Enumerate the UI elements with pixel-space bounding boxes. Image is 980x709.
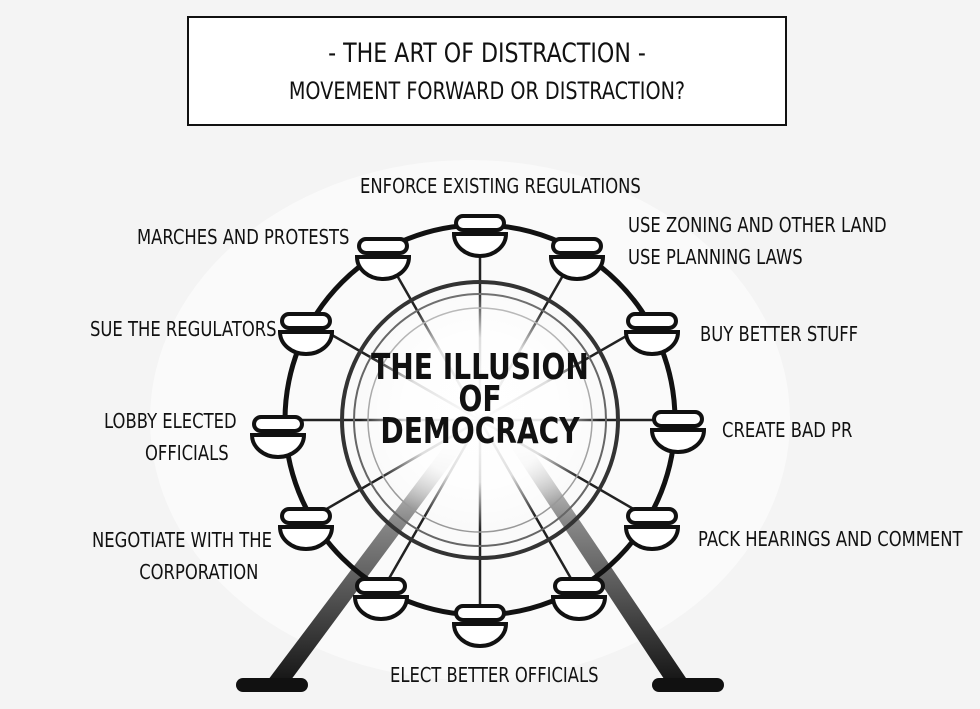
- label-text: PACK HEARINGS AND COMMENT: [698, 527, 963, 551]
- label-text-line-2: CORPORATION: [139, 560, 259, 584]
- label-sue-the-regulators: SUE THE REGULATORS: [90, 313, 277, 345]
- title: - THE ART OF DISTRACTION -: [328, 38, 646, 69]
- label-text-line-1: LOBBY ELECTED: [104, 409, 237, 433]
- gondola-top-right: [548, 237, 606, 281]
- center-line-1: THE ILLUSION: [371, 347, 589, 388]
- center-glow: [360, 290, 600, 530]
- label-text: SUE THE REGULATORS: [90, 317, 277, 341]
- label-text: BUY BETTER STUFF: [700, 322, 859, 346]
- label-lobby-elected-officials: LOBBY ELECTED OFFICIALS: [104, 405, 237, 469]
- gondola-left: [249, 415, 307, 459]
- label-pack-hearings: PACK HEARINGS AND COMMENT: [698, 523, 963, 555]
- gondola-right: [649, 410, 707, 454]
- inner-ring-1: [340, 280, 620, 560]
- gondola-bottom-left: [352, 577, 410, 621]
- label-text: ELECT BETTER OFFICIALS: [390, 663, 599, 687]
- label-text: MARCHES AND PROTESTS: [137, 225, 350, 249]
- label-text: ENFORCE EXISTING REGULATIONS: [360, 174, 641, 198]
- label-text-line-2: OFFICIALS: [144, 441, 229, 465]
- gondola-left-lower: [277, 507, 335, 551]
- label-use-zoning: USE ZONING AND OTHER LAND USE PLANNING L…: [628, 209, 887, 273]
- gondola-top: [451, 214, 509, 258]
- label-negotiate: NEGOTIATE WITH THE CORPORATION: [92, 524, 272, 588]
- label-enforce-existing-regulations: ENFORCE EXISTING REGULATIONS: [360, 170, 641, 202]
- label-text: CREATE BAD PR: [722, 418, 853, 442]
- gondola-bottom: [451, 604, 509, 648]
- left-foot: [236, 678, 308, 692]
- label-text-line-1: USE ZONING AND OTHER LAND: [628, 213, 887, 237]
- label-marches-and-protests: MARCHES AND PROTESTS: [137, 221, 349, 253]
- gondola-top-left: [354, 237, 412, 281]
- gondolas: [249, 214, 707, 648]
- center-line-2: OF: [458, 379, 502, 420]
- subtitle: MOVEMENT FORWARD OR DISTRACTION?: [288, 77, 686, 105]
- gondola-right-upper: [623, 312, 681, 356]
- center-line-3: DEMOCRACY: [380, 411, 580, 452]
- label-buy-better-stuff: BUY BETTER STUFF: [700, 318, 858, 350]
- right-foot: [652, 678, 724, 692]
- label-create-bad-pr: CREATE BAD PR: [722, 414, 852, 446]
- title-box: - THE ART OF DISTRACTION - MOVEMENT FORW…: [187, 16, 787, 126]
- gondola-bottom-right: [550, 577, 608, 621]
- label-text-line-1: NEGOTIATE WITH THE: [92, 528, 272, 552]
- label-elect-better-officials: ELECT BETTER OFFICIALS: [390, 659, 599, 691]
- gondola-left-upper: [277, 312, 335, 356]
- center-title: THE ILLUSION OF DEMOCRACY: [363, 347, 597, 452]
- gondola-right-lower: [623, 507, 681, 551]
- label-text-line-2: USE PLANNING LAWS: [628, 245, 803, 269]
